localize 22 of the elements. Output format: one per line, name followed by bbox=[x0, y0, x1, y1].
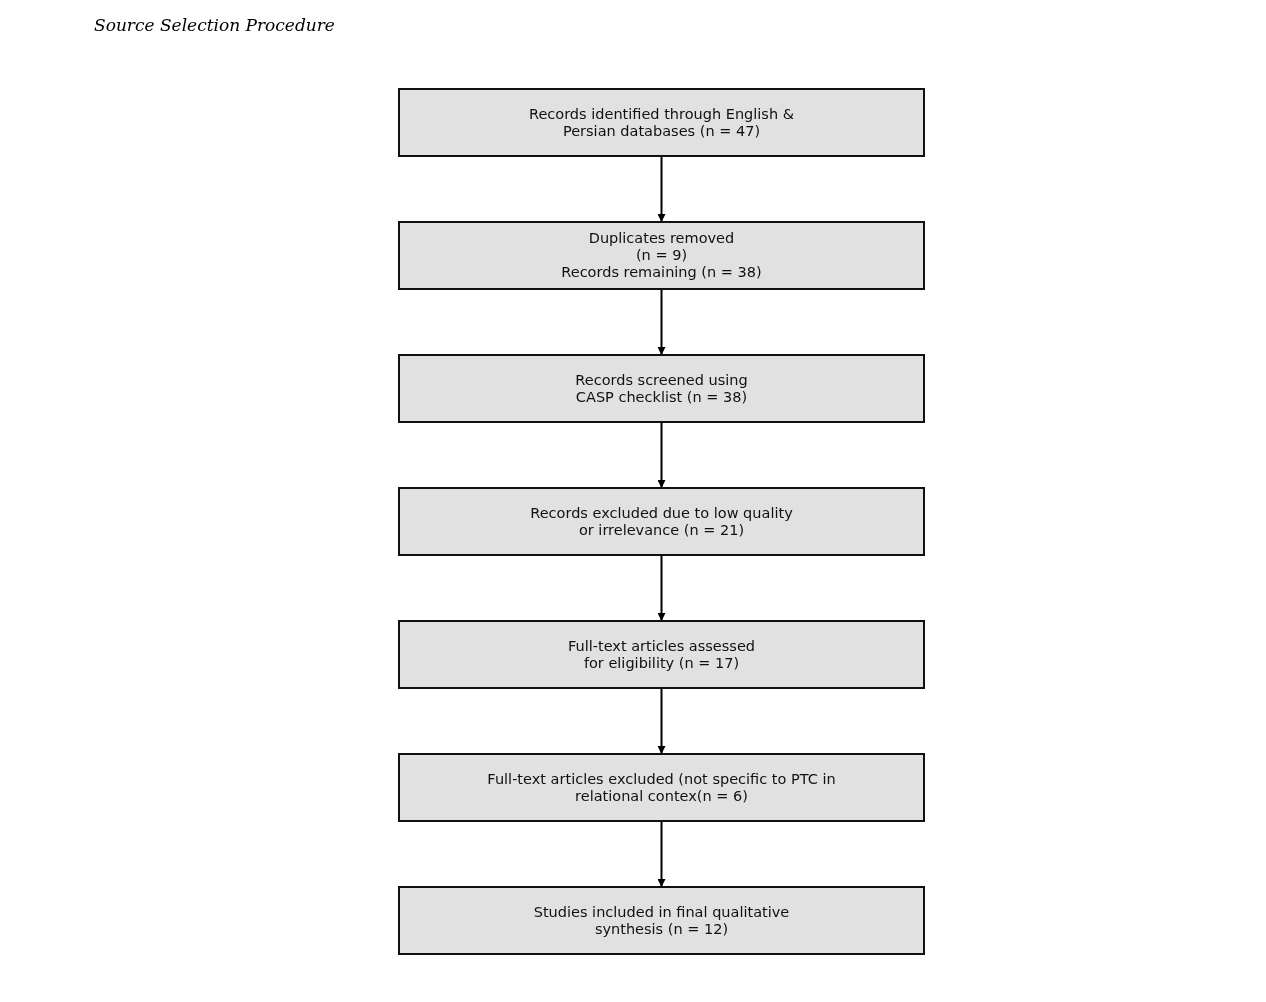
box-text: Duplicates removed (n = 9) bbox=[587, 230, 736, 264]
box-text: Records screened using CASP checklist (n = 38) bbox=[574, 371, 749, 406]
process-box bbox=[398, 88, 925, 157]
box-text: Full-text articles assessed for eligibility (n = 17) bbox=[566, 637, 757, 672]
arrow bbox=[657, 688, 666, 754]
process-box bbox=[398, 487, 925, 556]
arrow bbox=[657, 156, 666, 222]
box-text: Full-text articles excluded (not specific to PTC in relational contex(n = 6) bbox=[486, 770, 837, 805]
box-text: Records remaining (n = 38) bbox=[561, 264, 762, 281]
arrow bbox=[657, 422, 666, 488]
arrow bbox=[657, 821, 666, 887]
box-text: Records identified through English & Persian databases (n = 47) bbox=[527, 105, 795, 140]
box-text: Studies included in final qualitative synthesis (n = 12) bbox=[532, 903, 791, 938]
process-box bbox=[398, 221, 925, 290]
box-text: Records excluded due to low quality or irrelevance (n = 21) bbox=[529, 504, 794, 539]
process-box bbox=[398, 753, 925, 822]
figure-title: Source Selection Procedure bbox=[94, 14, 335, 37]
process-box bbox=[398, 354, 925, 423]
arrow bbox=[657, 555, 666, 621]
arrow bbox=[657, 289, 666, 355]
process-box bbox=[398, 886, 925, 955]
process-box bbox=[398, 620, 925, 689]
